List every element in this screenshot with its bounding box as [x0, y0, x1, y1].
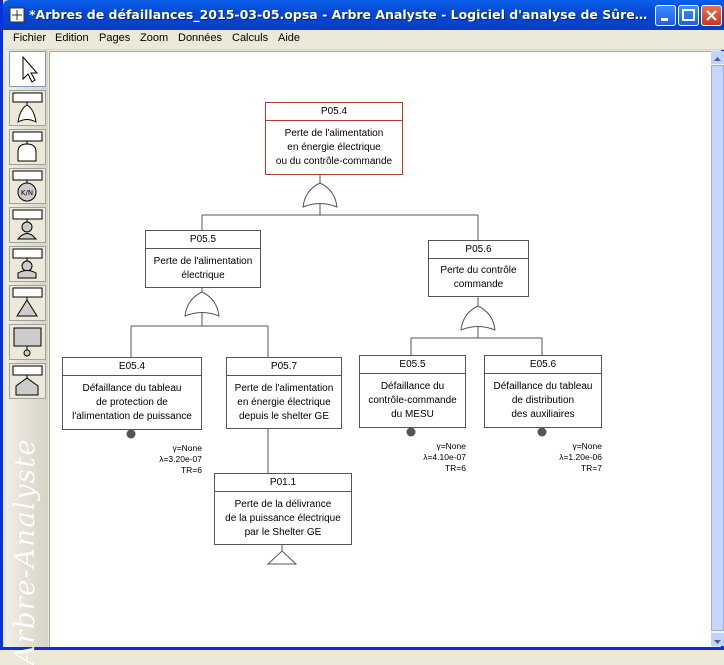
title-bar[interactable]: *Arbres de défaillances_2015-03-05.opsa …: [3, 0, 724, 30]
or-gate-p055-icon: [184, 291, 220, 317]
menu-aide[interactable]: Aide: [278, 32, 301, 44]
undeveloped-event-icon: [13, 327, 42, 357]
menu-donnees[interactable]: Données: [178, 32, 223, 44]
and-gate-tool[interactable]: [9, 129, 46, 165]
tree-connectors: [126, 175, 547, 565]
scroll-thumb[interactable]: [711, 65, 724, 631]
k-of-n-gate-tool[interactable]: K/N: [9, 168, 46, 204]
node-id: E05.4: [63, 358, 201, 376]
menu-bar: Fichier Edition Pages Zoom Données Calcu…: [6, 30, 724, 50]
arrow-up-icon: [714, 57, 721, 61]
window-title: *Arbres de défaillances_2015-03-05.opsa …: [29, 7, 649, 22]
or-gate-top-icon: [302, 182, 338, 208]
house-icon: [12, 365, 43, 396]
node-id: P05.6: [429, 241, 528, 259]
arrow-down-icon: [714, 640, 721, 644]
basic-event-icon: [12, 209, 43, 240]
node-id: P05.7: [227, 358, 341, 376]
or-gate-icon: [12, 92, 43, 123]
k-of-n-gate-icon: K/N: [12, 170, 43, 202]
node-id: P05.5: [146, 231, 260, 249]
menu-fichier[interactable]: Fichier: [13, 32, 47, 44]
basic-event-e055-icon: [406, 427, 416, 437]
node-id: E05.6: [485, 356, 601, 374]
app-icon: [9, 7, 25, 23]
and-gate-icon: [12, 131, 43, 162]
kn-label: K/N: [21, 189, 33, 197]
gate-toolbox: K/N Arbre-Analyste: [6, 50, 48, 665]
node-id: P05.4: [266, 103, 402, 121]
transfer-triangle-icon: [12, 287, 43, 317]
select-pointer-tool[interactable]: [9, 51, 46, 87]
basic-event-e056-icon: [537, 427, 547, 437]
or-gate-tool[interactable]: [9, 90, 46, 126]
basic-event-tool[interactable]: [9, 207, 46, 243]
minimize-icon: [661, 18, 668, 21]
close-icon: [706, 10, 717, 21]
scroll-down-button[interactable]: [711, 633, 724, 646]
basic-event-variant-tool[interactable]: [9, 246, 46, 282]
minimize-button[interactable]: [655, 5, 676, 26]
transfer-in-tool[interactable]: [9, 363, 46, 399]
pointer-icon: [22, 55, 39, 83]
scroll-up-button[interactable]: [711, 51, 724, 64]
transfer-tool[interactable]: [9, 285, 46, 321]
vertical-scrollbar[interactable]: [711, 51, 724, 646]
or-gate-p056-icon: [460, 305, 496, 331]
close-button[interactable]: [701, 5, 722, 26]
menu-pages[interactable]: Pages: [99, 32, 131, 44]
menu-zoom[interactable]: Zoom: [140, 32, 169, 44]
person-event-icon: [12, 248, 43, 279]
menu-edition[interactable]: Edition: [55, 32, 89, 44]
transfer-triangle-p011-icon: [266, 550, 298, 565]
menu-calculs[interactable]: Calculs: [232, 32, 269, 44]
node-id: E05.5: [360, 356, 465, 374]
maximize-button[interactable]: [678, 5, 699, 26]
house-event-tool[interactable]: [9, 324, 46, 360]
basic-event-e054-icon: [126, 429, 136, 439]
node-id: P01.1: [215, 474, 351, 492]
maximize-icon: [682, 9, 695, 21]
watermark: Arbre-Analyste: [8, 438, 41, 665]
